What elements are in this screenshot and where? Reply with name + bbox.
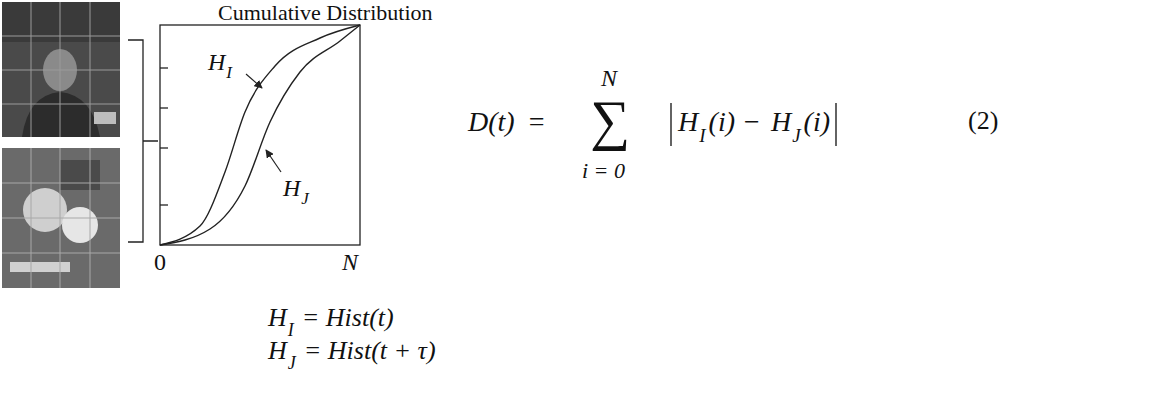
subscript: I	[226, 64, 232, 81]
sum-symbol: ∑	[590, 92, 630, 148]
cumulative-curve	[160, 25, 360, 245]
video-frame	[2, 148, 120, 288]
definition-term: H	[268, 305, 287, 331]
sum-limit: N	[601, 66, 617, 90]
subscript: J	[301, 190, 309, 207]
subscript: I	[288, 321, 294, 339]
curve-label: H	[283, 176, 300, 200]
leader-arrow	[266, 150, 281, 172]
video-frame	[2, 2, 120, 137]
equation-number: (2)	[968, 108, 998, 134]
bracket	[128, 40, 158, 242]
formula-term: H	[678, 108, 698, 136]
definition-term: = Hist(t + τ)	[304, 338, 436, 364]
leader-arrow	[246, 74, 262, 88]
axis-label: N	[342, 250, 358, 274]
absolute-bar	[835, 103, 836, 146]
formula-term: (i)	[804, 108, 830, 136]
sum-limit: i = 0	[582, 160, 625, 182]
formula-operator: =	[529, 108, 545, 136]
formula-term: D(t)	[468, 108, 515, 136]
definition-term: = Hist(t)	[302, 305, 394, 331]
definition-term: H	[268, 338, 287, 364]
cumulative-curve	[160, 25, 360, 245]
formula-term: (i) −	[709, 108, 761, 136]
subscript: J	[792, 126, 800, 145]
subscript: J	[288, 354, 296, 372]
formula-term: H	[771, 108, 791, 136]
axis-label: 0	[154, 250, 166, 274]
axis-ticks	[160, 68, 168, 205]
chart-title: Cumulative Distribution	[218, 2, 433, 24]
absolute-bar	[670, 103, 671, 146]
subscript: I	[699, 126, 705, 145]
chart-frame	[160, 25, 360, 245]
curve-label: H	[208, 50, 225, 74]
